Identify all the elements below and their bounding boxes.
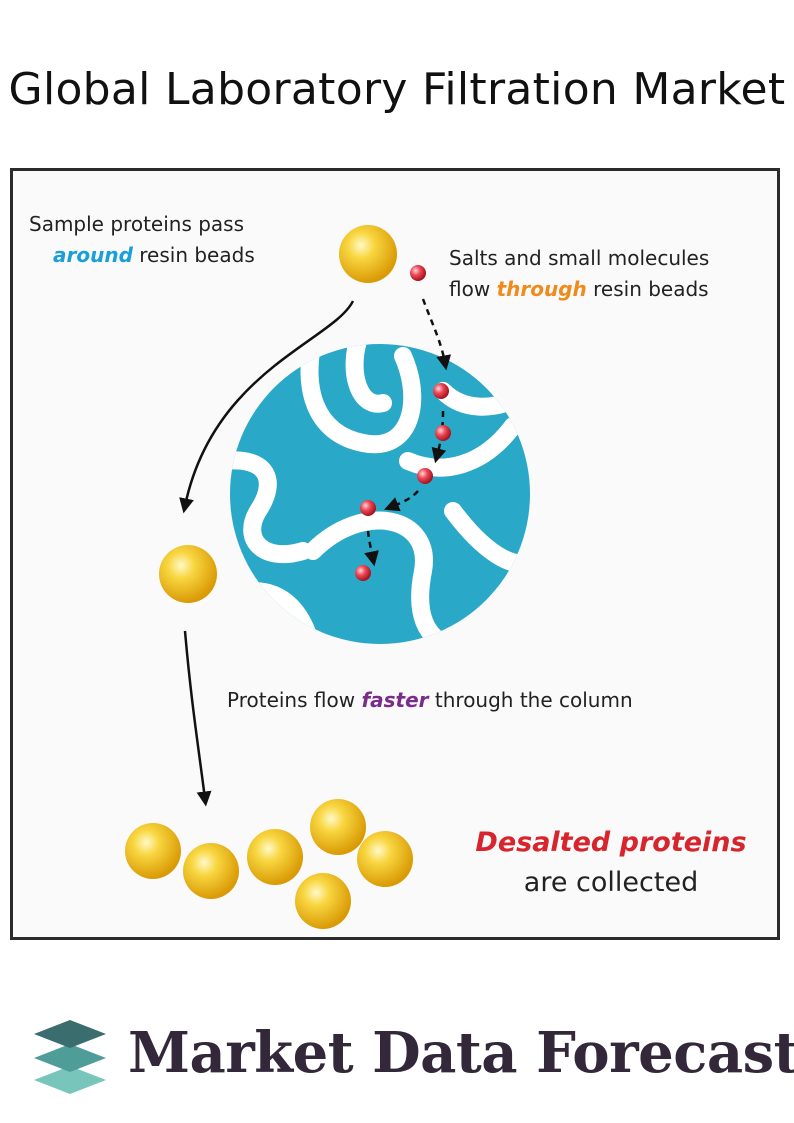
protein-sphere-icon xyxy=(295,873,351,929)
salt-particle-icon xyxy=(433,383,449,399)
collected-proteins xyxy=(125,799,413,929)
label-line: around resin beads xyxy=(29,240,255,271)
label-line: Sample proteins pass xyxy=(29,212,245,236)
protein-sphere-icon xyxy=(247,829,303,885)
label-text: resin beads xyxy=(132,243,255,267)
protein-sphere-icon xyxy=(357,831,413,887)
label-text: flow xyxy=(449,277,497,301)
salt-particle-icon xyxy=(410,265,426,281)
protein-sphere-icon xyxy=(125,823,181,879)
salt-particle-icon xyxy=(355,565,371,581)
salt-particle-icon xyxy=(417,468,433,484)
page-title: Global Laboratory Filtration Market xyxy=(8,64,786,115)
diagram-frame: Sample proteins pass around resin beads … xyxy=(10,168,780,940)
protein-sphere-icon xyxy=(159,545,217,603)
protein-sphere-icon xyxy=(310,799,366,855)
label-text: Proteins flow xyxy=(227,688,362,712)
arrow-icon xyxy=(183,630,212,807)
brand-footer: Market Data Forecast xyxy=(30,1010,794,1100)
brand-name: Market Data Forecast xyxy=(128,1020,794,1086)
arrow-icon xyxy=(364,530,379,567)
resin-bead-icon xyxy=(230,344,530,644)
label-salts-through: Salts and small molecules flow through r… xyxy=(449,243,709,305)
arrow-icon xyxy=(179,300,355,514)
label-proteins-faster: Proteins flow faster through the column xyxy=(227,685,633,716)
emphasis-around: around xyxy=(53,243,133,267)
emphasis-faster: faster xyxy=(361,688,429,712)
protein-sphere-icon xyxy=(339,225,397,283)
protein-sphere-icon xyxy=(183,843,239,899)
salt-particle-icon xyxy=(360,500,376,516)
label-line-emphasis: Desalted proteins xyxy=(475,827,747,858)
label-line: are collected xyxy=(523,867,699,898)
label-text: through the column xyxy=(428,688,633,712)
label-line: Salts and small molecules xyxy=(449,246,710,270)
emphasis-through: through xyxy=(496,277,587,301)
diagram-canvas xyxy=(125,225,530,929)
label-text: resin beads xyxy=(586,277,709,301)
layers-logo-icon xyxy=(34,1020,106,1094)
arrow-icon xyxy=(421,298,452,371)
arrow-icon xyxy=(384,490,419,512)
label-desalted-collected: Desalted proteins are collected xyxy=(463,823,759,903)
salt-particle-icon xyxy=(435,425,451,441)
label-proteins-around: Sample proteins pass around resin beads xyxy=(29,209,255,271)
label-line: flow through resin beads xyxy=(449,274,709,305)
